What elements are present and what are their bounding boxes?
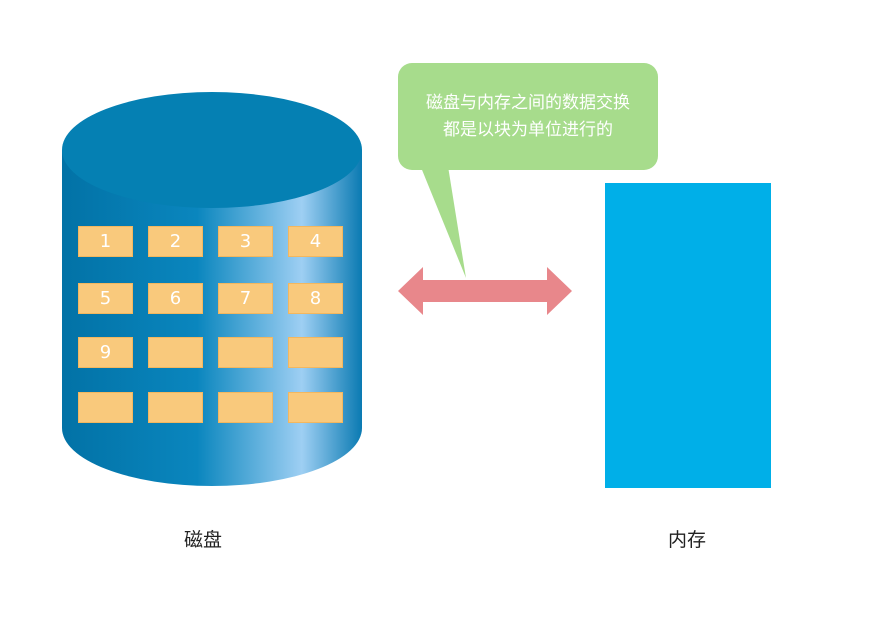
disk-block: 3 bbox=[218, 226, 273, 257]
callout-line-1: 磁盘与内存之间的数据交换 bbox=[426, 93, 630, 113]
disk-block: 5 bbox=[78, 283, 133, 314]
disk-block bbox=[288, 392, 343, 423]
callout-box bbox=[398, 63, 658, 170]
disk-cylinder bbox=[62, 92, 362, 486]
disk-block bbox=[148, 337, 203, 368]
disk-block: 8 bbox=[288, 283, 343, 314]
disk-block: 7 bbox=[218, 283, 273, 314]
disk-block bbox=[288, 337, 343, 368]
disk-label: 磁盘 bbox=[184, 529, 223, 551]
callout-text: 磁盘与内存之间的数据交换 都是以块为单位进行的 bbox=[398, 90, 658, 144]
disk-block: 6 bbox=[148, 283, 203, 314]
disk-block bbox=[148, 392, 203, 423]
memory-rect bbox=[605, 183, 771, 488]
memory-label: 内存 bbox=[668, 529, 707, 551]
callout-line-2: 都是以块为单位进行的 bbox=[443, 120, 613, 140]
callout-pointer bbox=[418, 160, 466, 278]
disk-block-grid: 1 2 3 4 5 6 7 8 9 bbox=[78, 226, 346, 424]
disk-cylinder-top bbox=[62, 92, 362, 208]
disk-block: 1 bbox=[78, 226, 133, 257]
callout-bubble bbox=[398, 63, 658, 278]
disk-block: 2 bbox=[148, 226, 203, 257]
disk-block: 4 bbox=[288, 226, 343, 257]
disk-block: 9 bbox=[78, 337, 133, 368]
disk-block bbox=[218, 392, 273, 423]
exchange-arrow bbox=[398, 267, 572, 315]
disk-block bbox=[78, 392, 133, 423]
disk-block bbox=[218, 337, 273, 368]
disk-cylinder-body bbox=[62, 150, 362, 486]
